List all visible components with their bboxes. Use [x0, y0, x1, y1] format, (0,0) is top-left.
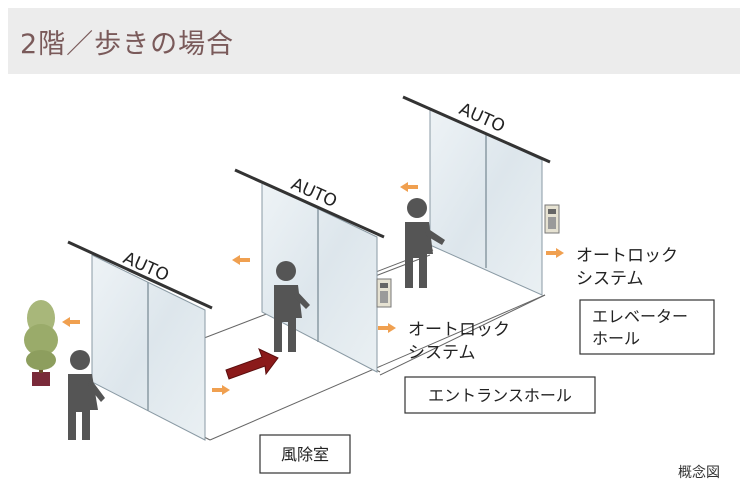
- person-icon-2: [274, 261, 310, 352]
- windbreak-room-label: 風除室: [259, 434, 351, 474]
- svg-text:ホール: ホール: [592, 329, 640, 348]
- svg-text:エレベーター: エレベーター: [592, 307, 688, 326]
- entrance-hall-label: エントランスホール: [404, 376, 596, 414]
- concept-diagram-note: 概念図: [678, 465, 720, 481]
- intercom-panel-1: [376, 278, 392, 308]
- autolock-label-1-line2: システム: [408, 343, 476, 363]
- autolock-label-1: オートロック: [408, 320, 510, 340]
- door-3: AUTO: [402, 95, 551, 296]
- arrow-icon: [62, 317, 80, 327]
- main-direction-arrow: [225, 348, 279, 380]
- arrow-icon: [400, 182, 418, 192]
- svg-text:風除室: 風除室: [281, 445, 329, 464]
- arrow-icon: [378, 323, 396, 333]
- autolock-label-2: オートロック: [576, 246, 678, 266]
- page-title: 2階／歩きの場合: [20, 29, 235, 60]
- person-icon-1: [68, 350, 105, 440]
- arrow-icon: [546, 248, 564, 258]
- door-2: AUTO: [234, 168, 385, 373]
- page-header: 2階／歩きの場合: [8, 8, 740, 74]
- svg-text:エントランスホール: エントランスホール: [428, 386, 572, 405]
- intercom-panel-2: [544, 204, 560, 234]
- plant-icon: [24, 300, 58, 386]
- autolock-label-2-line2: システム: [576, 269, 644, 289]
- arrow-icon: [232, 255, 250, 265]
- door-arrows: [62, 182, 564, 395]
- door-1: AUTO: [67, 240, 213, 441]
- elevator-hall-label: エレベーター ホール: [579, 299, 715, 355]
- person-icon-3: [405, 198, 445, 288]
- arrow-icon: [212, 385, 230, 395]
